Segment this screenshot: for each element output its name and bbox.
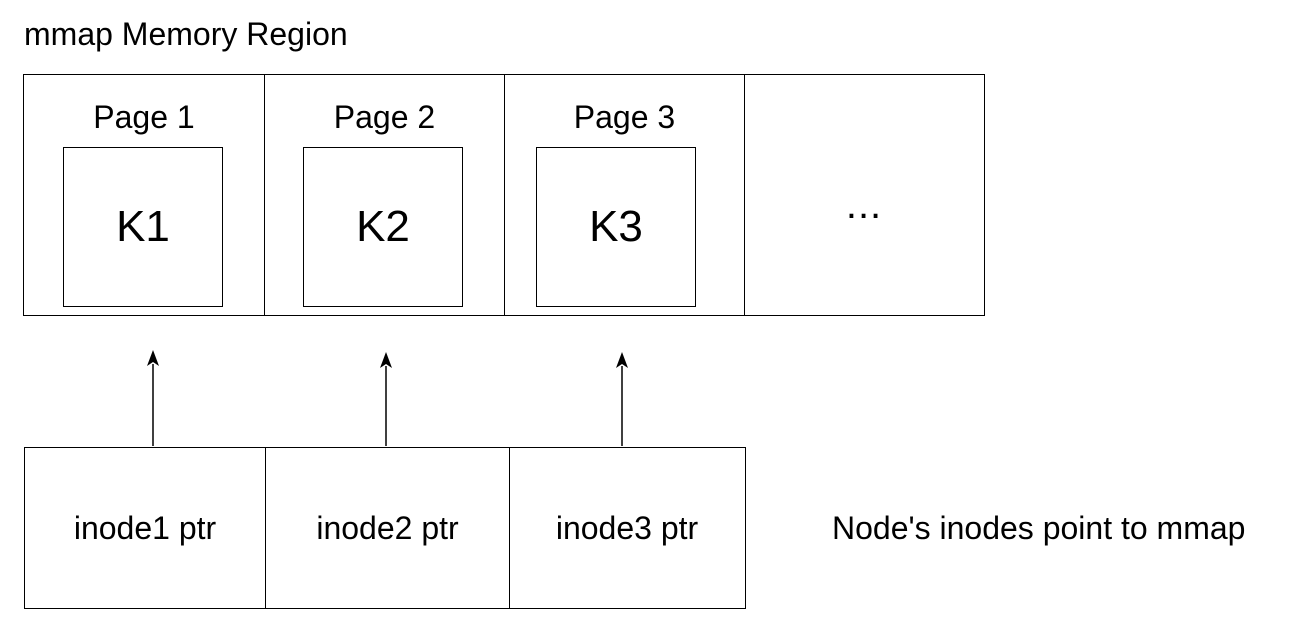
key-box-1: K1	[63, 147, 223, 307]
page-cell-more: ...	[745, 75, 983, 315]
inode-table: inode1 ptr inode2 ptr inode3 ptr	[24, 447, 746, 609]
key-box-2: K2	[303, 147, 463, 307]
key-box-3: K3	[536, 147, 696, 307]
inode-cell-3: inode3 ptr	[510, 448, 744, 608]
page-cell-1: Page 1 K1	[24, 75, 265, 315]
inode-cell-2: inode2 ptr	[266, 448, 510, 608]
inode-label-1: inode1 ptr	[73, 509, 217, 546]
arrowhead-icon	[147, 350, 159, 366]
region-title: mmap Memory Region	[24, 16, 348, 52]
arrow-inode2-to-page2	[380, 352, 392, 446]
mmap-region: Page 1 K1 Page 2 K2 Page 3 K3 ...	[23, 74, 985, 316]
page-cell-2: Page 2 K2	[265, 75, 505, 315]
arrowhead-icon	[380, 352, 392, 368]
page-label-2: Page 2	[333, 99, 436, 135]
arrow-inode1-to-page1	[147, 350, 159, 446]
page-cell-3: Page 3 K3	[505, 75, 745, 315]
diagram-caption: Node's inodes point to mmap	[832, 510, 1246, 546]
page-label-1: Page 1	[93, 99, 195, 135]
arrow-inode3-to-page3	[616, 352, 628, 446]
more-pages-ellipsis: ...	[845, 183, 883, 227]
inode-label-3: inode3 ptr	[555, 509, 699, 546]
inode-cell-1: inode1 ptr	[25, 448, 266, 608]
arrowhead-icon	[616, 352, 628, 368]
page-label-3: Page 3	[573, 99, 676, 135]
inode-label-2: inode2 ptr	[316, 509, 459, 546]
